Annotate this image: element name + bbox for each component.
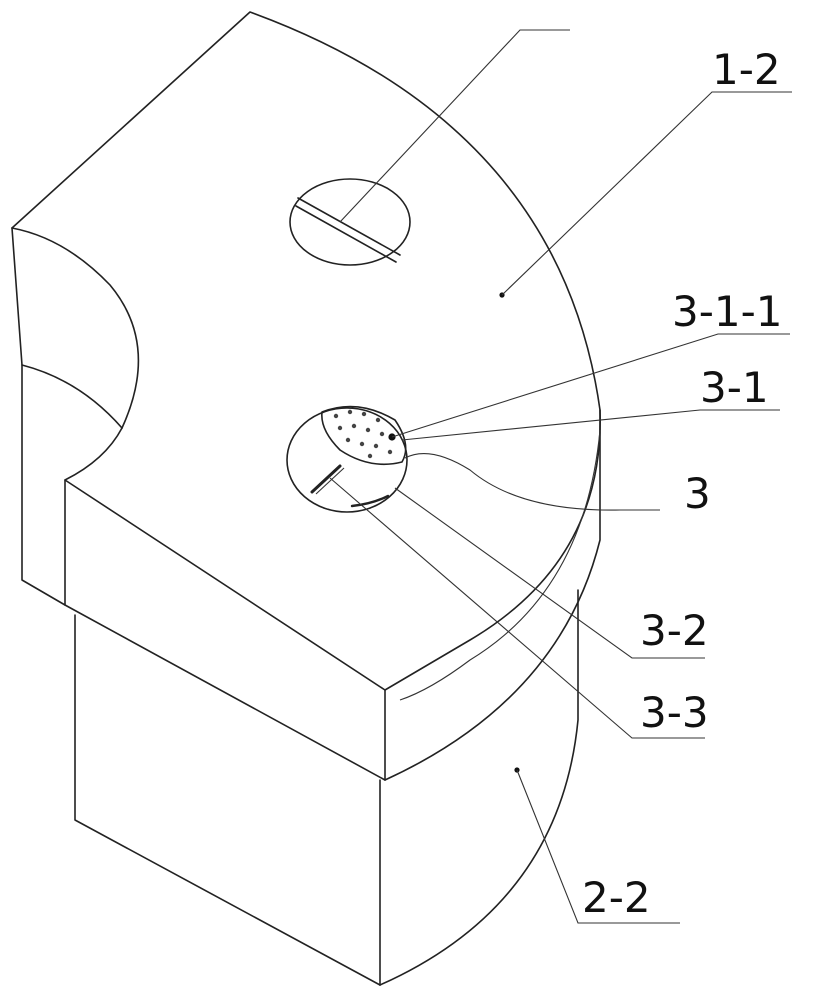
label-3-1: 3-1	[700, 363, 769, 412]
mesh-dots	[333, 409, 396, 459]
label-3-3: 3-3	[640, 688, 709, 737]
screw-hole	[289, 178, 411, 266]
label-3: 3	[684, 469, 711, 518]
label-1-2: 1-2	[712, 45, 781, 94]
lower-block	[74, 589, 579, 986]
part-3-3-rod	[310, 464, 342, 494]
hole-3	[286, 405, 408, 513]
mesh-patch	[321, 405, 407, 466]
labels: 1-2 3-1-1 3-1 3 3-2 3-3 2-2	[582, 45, 782, 922]
leader-lines	[329, 29, 792, 924]
label-3-1-1: 3-1-1	[672, 287, 782, 336]
upper-block	[11, 11, 601, 781]
label-3-2: 3-2	[640, 606, 709, 655]
label-2-2: 2-2	[582, 873, 651, 922]
part-3-2-arc	[350, 494, 390, 508]
